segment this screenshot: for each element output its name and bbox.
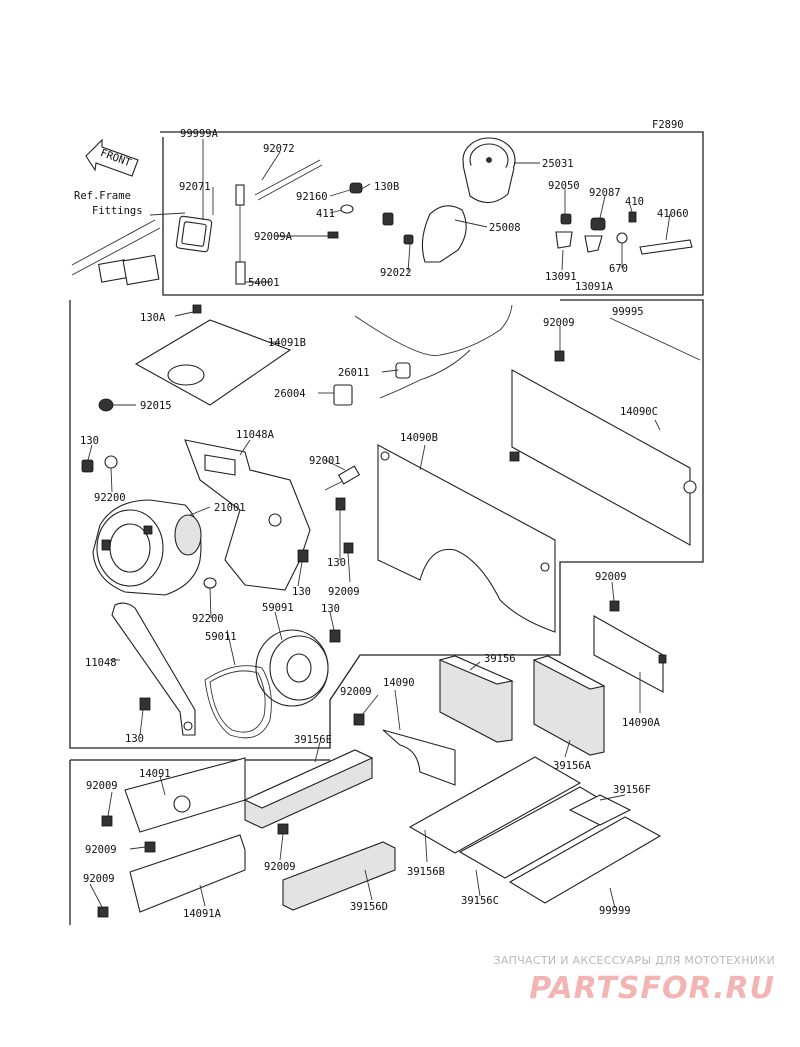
part-number-labels: 99999A 92072 25031 92071 92160 130B 411 92050 92… (80, 128, 689, 920)
part-bolts-middle (81, 398, 361, 711)
part-label: 59091 (262, 602, 294, 614)
part-label: 99999 (599, 905, 631, 917)
part-label: 92072 (263, 143, 295, 155)
part-label: 92050 (548, 180, 580, 192)
part-label: 92015 (140, 400, 172, 412)
part-label: 92001 (309, 455, 341, 467)
part-label: 39156F (613, 784, 651, 796)
part-shroud-14091a (97, 823, 289, 918)
part-label: 14090A (622, 717, 661, 729)
part-harness-26011 (333, 304, 513, 406)
part-shroud-14091 (101, 757, 246, 833)
figure-code: F2890 (652, 119, 684, 131)
part-label: 92087 (589, 187, 621, 199)
part-cover-14090b (377, 444, 556, 633)
part-label: 99999A (180, 128, 219, 140)
part-label: 130 (327, 557, 346, 569)
part-tachometer-25031 (421, 137, 516, 263)
part-label: 11048 (85, 657, 117, 669)
watermark-caption: ЗАПЧАСТИ И АКСЕССУАРЫ ДЛЯ МОТОТЕХНИКИ (493, 954, 775, 967)
part-foam-39156 (438, 655, 514, 743)
part-mats-39156bcf (408, 756, 662, 904)
part-label: 92009 (595, 571, 627, 583)
part-label: 92009 (85, 844, 117, 856)
part-label: 25031 (542, 158, 574, 170)
frame-fragment (71, 212, 186, 286)
part-label: 14090C (620, 406, 658, 418)
part-shaft-92072 (254, 159, 323, 201)
group-outlines (69, 131, 704, 925)
part-plate-14090a (593, 600, 667, 693)
part-label: 92009A (254, 231, 293, 243)
part-label: 14090 (383, 677, 415, 689)
part-label: 99995 (612, 306, 644, 318)
part-label: 92009 (328, 586, 360, 598)
part-label: 130B (374, 181, 399, 193)
part-alternator-21001 (92, 499, 202, 596)
part-label: 41060 (657, 208, 689, 220)
part-pulley-59091 (255, 629, 329, 707)
part-label: 92009 (543, 317, 575, 329)
part-foam-39156e (243, 749, 374, 829)
part-label: 411 (316, 208, 335, 220)
part-label: 92009 (86, 780, 118, 792)
ref-text-line1: Ref.Frame (74, 190, 131, 202)
watermark-logo: PARTSFOR.RU (529, 971, 775, 1006)
part-label: 130 (80, 435, 99, 447)
part-screws-top (327, 182, 414, 245)
part-plate-14091b (134, 304, 292, 406)
part-label: 13091A (575, 281, 614, 293)
part-label: 39156 (484, 653, 516, 665)
part-label: 26011 (338, 367, 370, 379)
part-plate-14090 (353, 713, 456, 786)
part-label: 21001 (214, 502, 246, 514)
part-label: 670 (609, 263, 628, 275)
part-label: 92022 (380, 267, 412, 279)
part-label: 26004 (274, 388, 306, 400)
part-label: 130 (292, 586, 311, 598)
ref-text-line2: Fittings (92, 205, 143, 217)
watermark: ЗАПЧАСТИ И АКСЕССУАРЫ ДЛЯ МОТОТЕХНИКИ PA… (493, 954, 775, 1006)
front-arrow-icon: FRONT (85, 138, 139, 177)
part-foam-39156a (532, 655, 606, 756)
part-label: 410 (625, 196, 644, 208)
part-foam-39156d (282, 841, 396, 911)
part-label: 14090B (400, 432, 438, 444)
part-label: 92200 (94, 492, 126, 504)
part-label: 92160 (296, 191, 328, 203)
part-label: 13091 (545, 271, 577, 283)
part-label: 25008 (489, 222, 521, 234)
part-label: 59011 (205, 631, 237, 643)
part-label: 39156B (407, 866, 445, 878)
part-label: 92009 (340, 686, 372, 698)
part-label: 130 (125, 733, 144, 745)
part-bracket-11048a (184, 439, 311, 591)
part-label: 92071 (179, 181, 211, 193)
part-gasket-92071 (175, 215, 213, 253)
part-label: 11048A (236, 429, 275, 441)
part-label: 14091B (268, 337, 306, 349)
part-cover-14090c (509, 350, 697, 546)
part-label: 39156A (553, 760, 592, 772)
part-label: 92200 (192, 613, 224, 625)
part-label: 39156E (294, 734, 332, 746)
part-label: 130A (140, 312, 166, 324)
part-belt-59011 (204, 665, 272, 739)
part-label: 92009 (83, 873, 115, 885)
part-arm-11048 (111, 602, 196, 736)
leader-lines (87, 139, 701, 909)
part-label: 14091A (183, 908, 222, 920)
part-label: 14091 (139, 768, 171, 780)
part-label: 54001 (248, 277, 280, 289)
part-label: 39156C (461, 895, 499, 907)
part-cable-54001 (235, 184, 246, 285)
part-label: 39156D (350, 901, 388, 913)
part-label: 130 (321, 603, 340, 615)
part-label: 92009 (264, 861, 296, 873)
